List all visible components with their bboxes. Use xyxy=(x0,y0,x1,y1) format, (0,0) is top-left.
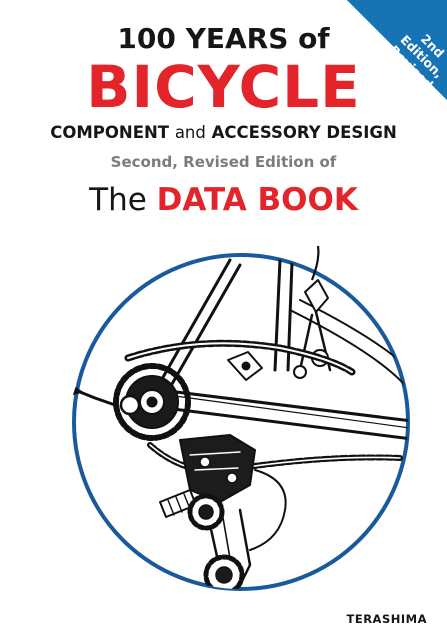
title-line-years: 100 YEARS of xyxy=(0,22,447,56)
title-of-text: of xyxy=(298,22,330,55)
title-years-text: 100 YEARS xyxy=(117,22,289,55)
title-the: The xyxy=(89,182,147,218)
title-data-book: The DATA BOOK xyxy=(0,180,447,220)
subtitle-component: COMPONENT xyxy=(50,123,170,142)
bicycle-derailleur-illustration xyxy=(72,245,410,591)
banner-shape xyxy=(347,0,447,100)
brake-cable xyxy=(310,245,320,281)
dropout-tip xyxy=(72,386,84,396)
edition-corner-banner: 2nd Edition, Revised xyxy=(307,0,447,140)
title-subtitle: COMPONENT and ACCESSORY DESIGN xyxy=(0,122,447,144)
edition-line: Second, Revised Edition of xyxy=(110,153,337,171)
subtitle-and: and xyxy=(174,123,206,142)
publisher-name: TERASHIMA xyxy=(346,612,427,626)
drawing-inside-circle xyxy=(78,258,408,589)
subtitle-accessory: ACCESSORY DESIGN xyxy=(211,123,397,142)
title-bicycle: BICYCLE xyxy=(86,53,361,121)
title-data-book-red: DATA BOOK xyxy=(156,182,358,218)
